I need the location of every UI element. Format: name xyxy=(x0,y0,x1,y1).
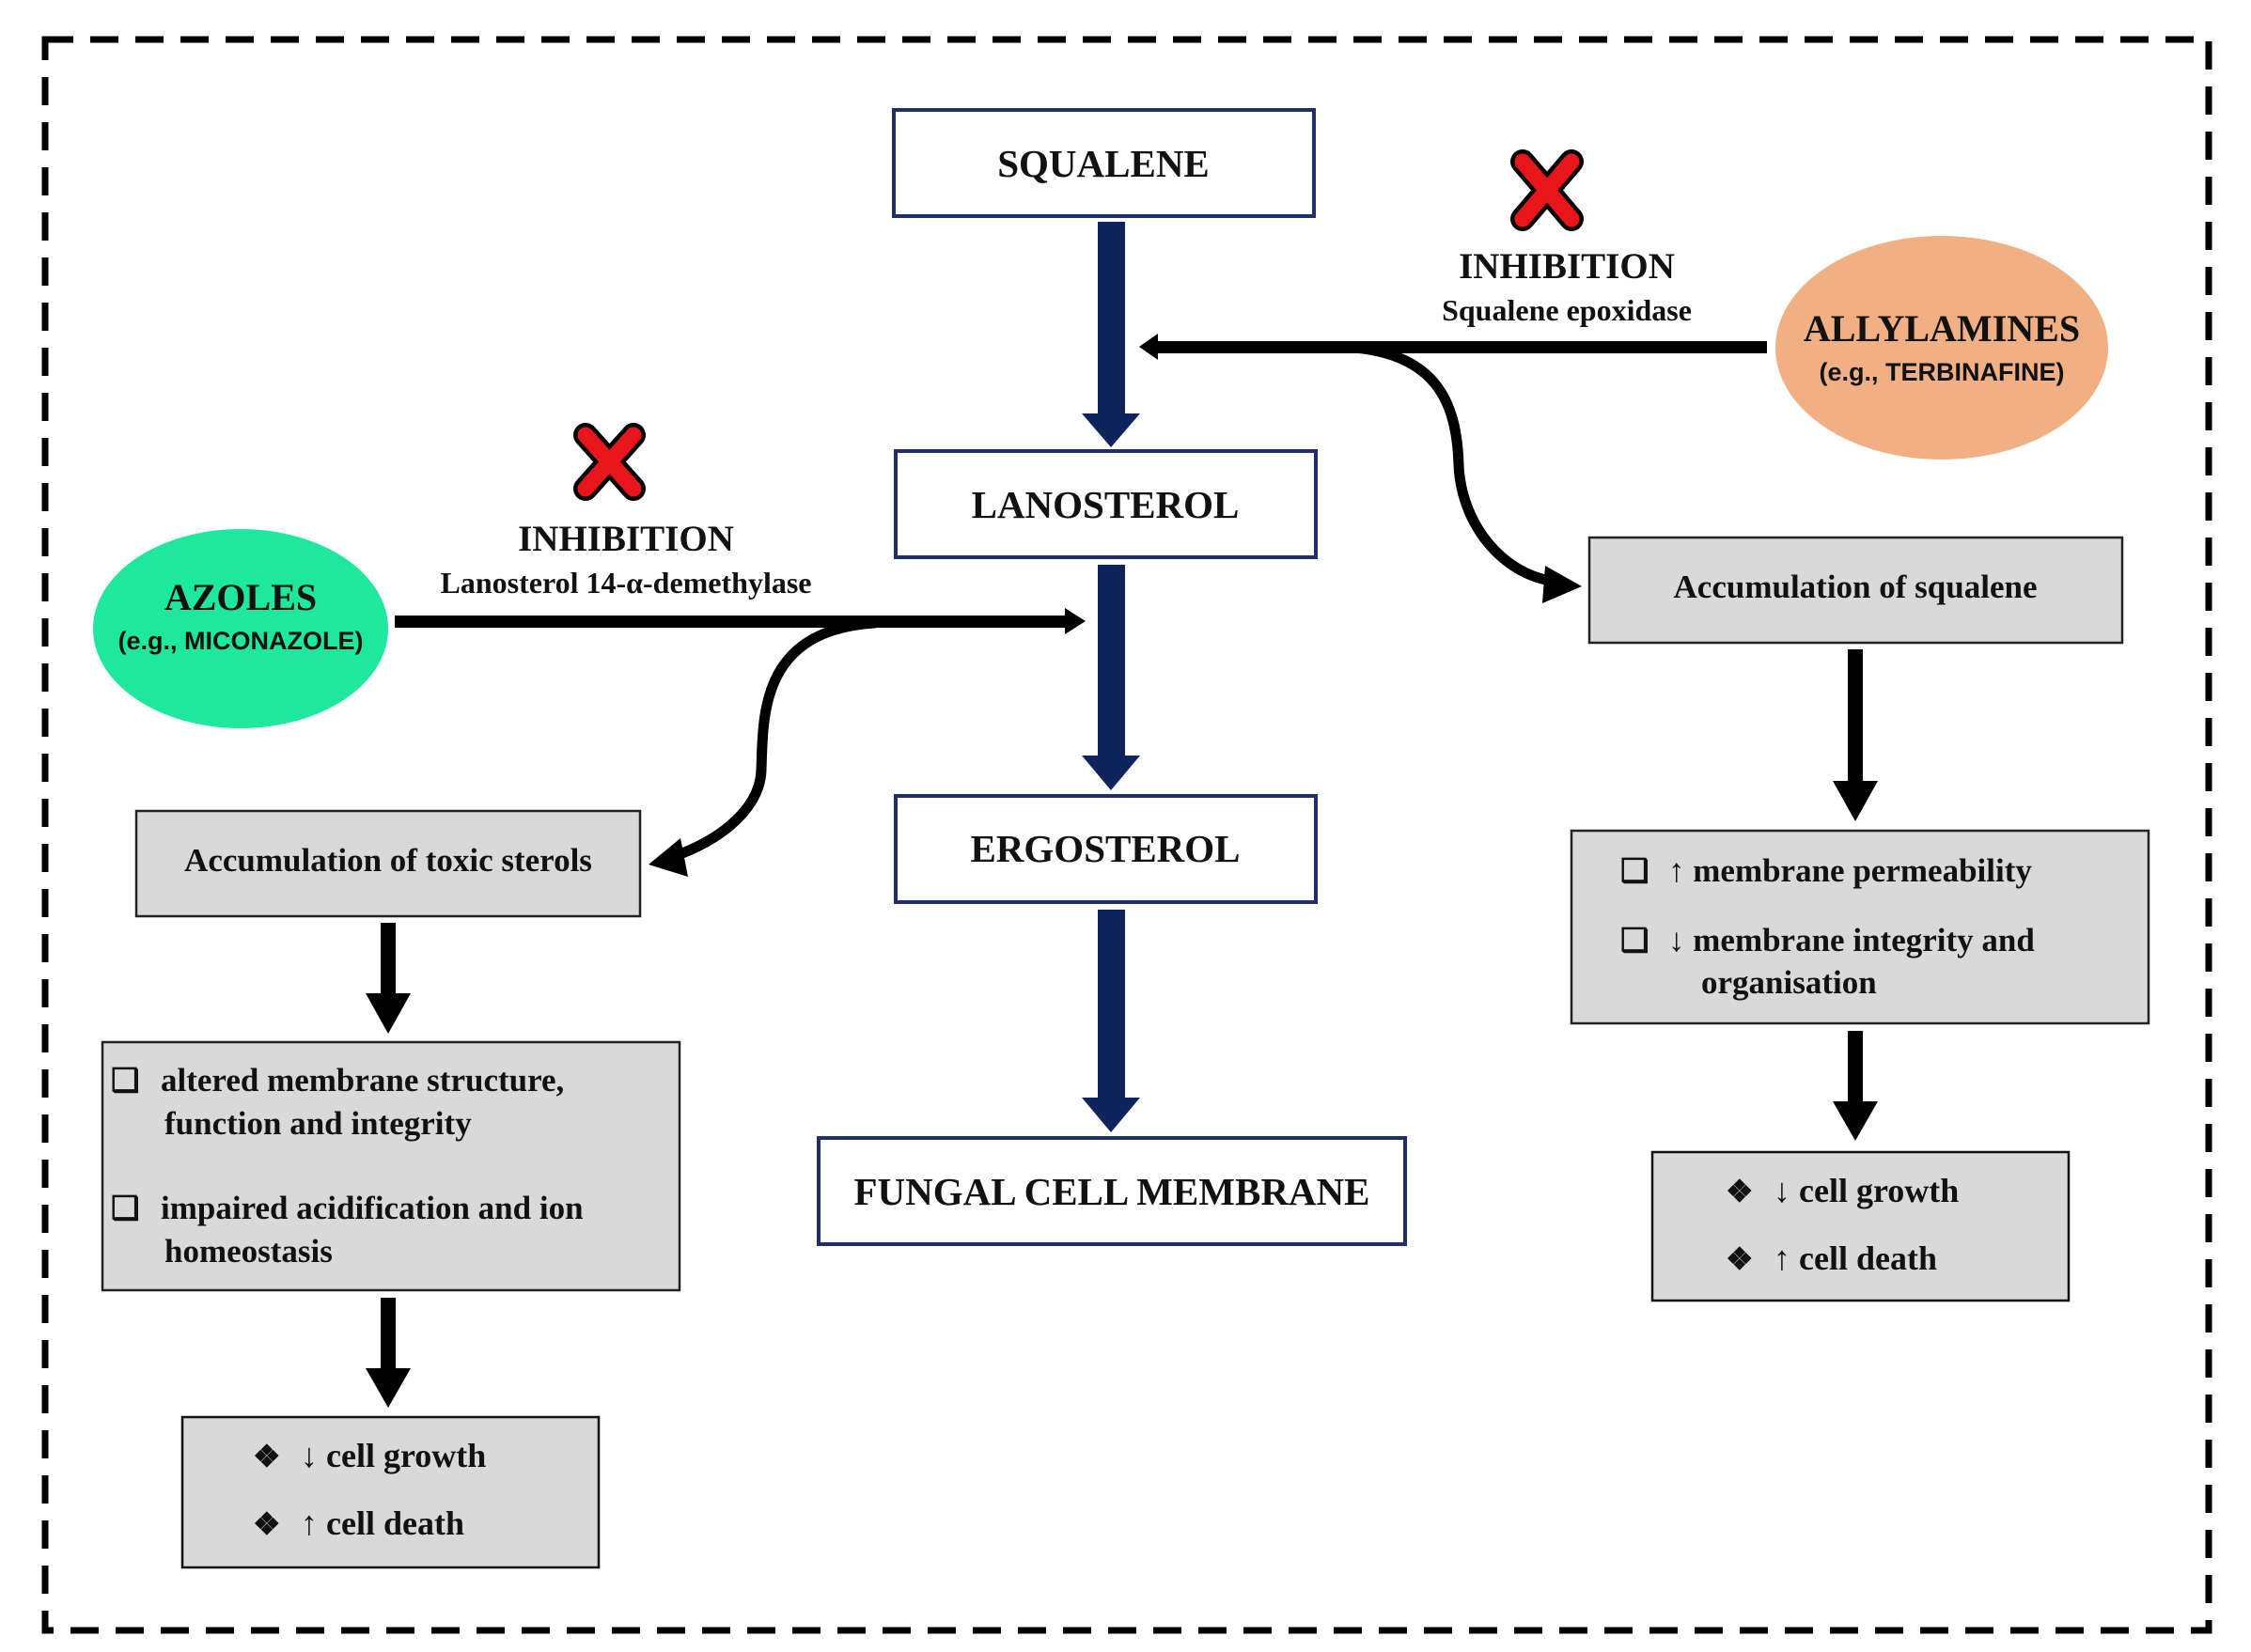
pathway-box-fungal-cell-membrane: FUNGAL CELL MEMBRANE xyxy=(817,1136,1407,1246)
azoles-arrow-to-effects xyxy=(366,923,411,1034)
allylamines-outcome-cell-death: ↑ cell death xyxy=(1774,1239,1937,1277)
azoles-enzyme-label: Lanosterol 14-α-demethylase xyxy=(441,566,812,600)
azoles-outcomes-box: ❖ ↓ cell growth ❖ ↑ cell death xyxy=(180,1415,601,1569)
azoles-accumulation-curve-arrow xyxy=(649,617,880,877)
azoles-inhibition-x-icon xyxy=(573,423,646,501)
ergosterol-label: ERGOSTEROL xyxy=(970,827,1240,870)
checkbox-bullet-icon: ❑ xyxy=(1620,924,1649,958)
checkbox-bullet-icon: ❑ xyxy=(1620,854,1649,889)
lanosterol-label: LANOSTEROL xyxy=(972,483,1240,526)
allylamines-enzyme-label: Squalene epoxidase xyxy=(1442,293,1692,327)
allylamines-inhibition-arrow xyxy=(1139,334,1767,360)
allylamines-arrow-to-effects xyxy=(1833,649,1878,821)
azoles-example: (e.g., MICONAZOLE) xyxy=(118,627,364,655)
four-diamond-bullet-icon: ❖ xyxy=(1726,1243,1754,1277)
pathway-box-lanosterol: LANOSTEROL xyxy=(894,449,1318,559)
allylamines-effects-box: ❑ ↑ membrane permeability ❑ ↓ membrane i… xyxy=(1570,829,2150,1025)
pathway-box-squalene: SQUALENE xyxy=(892,108,1316,218)
allylamines-effect-2-line-1: ↓ membrane integrity and xyxy=(1668,922,2035,958)
azoles-name: AZOLES xyxy=(164,576,317,618)
squalene-label: SQUALENE xyxy=(997,142,1210,185)
azoles-accumulation-box: Accumulation of toxic sterols xyxy=(134,809,642,918)
azoles-effects-box: ❑ altered membrane structure, function a… xyxy=(101,1040,681,1292)
allylamines-inhibition-x-icon xyxy=(1510,149,1584,231)
allylamines-accumulation-box: Accumulation of squalene xyxy=(1587,536,2124,645)
azoles-effect-2-line-1: impaired acidification and ion xyxy=(161,1190,584,1226)
azoles-outcome-cell-death: ↑ cell death xyxy=(301,1504,464,1542)
four-diamond-bullet-icon: ❖ xyxy=(253,1508,281,1542)
pathway-arrow-squalene-lanosterol xyxy=(1082,222,1140,447)
fungal-cell-membrane-label: FUNGAL CELL MEMBRANE xyxy=(854,1170,1370,1213)
azoles-effect-1-line-1: altered membrane structure, xyxy=(161,1062,564,1099)
azoles-accumulation-label: Accumulation of toxic sterols xyxy=(184,842,592,879)
checkbox-bullet-icon: ❑ xyxy=(111,1064,139,1099)
pathway-arrow-lanosterol-ergosterol xyxy=(1082,565,1140,790)
allylamines-arrow-to-outcomes xyxy=(1833,1031,1878,1141)
allylamines-outcomes-box: ❖ ↓ cell growth ❖ ↑ cell death xyxy=(1650,1150,2071,1302)
azoles-effect-1-line-2: function and integrity xyxy=(164,1105,472,1142)
checkbox-bullet-icon: ❑ xyxy=(111,1192,139,1226)
allylamines-name: ALLYLAMINES xyxy=(1804,307,2080,350)
allylamines-accumulation-curve-arrow xyxy=(1334,341,1582,603)
pathway-box-ergosterol: ERGOSTEROL xyxy=(894,794,1318,904)
allylamines-example: (e.g., TERBINAFINE) xyxy=(1820,358,2065,386)
allylamines-drug-ellipse: ALLYLAMINES (e.g., TERBINAFINE) xyxy=(1775,236,2108,460)
azoles-outcome-cell-growth: ↓ cell growth xyxy=(301,1437,486,1474)
allylamines-accumulation-label: Accumulation of squalene xyxy=(1674,569,2038,605)
dashed-frame xyxy=(41,36,2212,1634)
pathway-arrow-ergosterol-membrane xyxy=(1082,910,1140,1132)
four-diamond-bullet-icon: ❖ xyxy=(253,1441,281,1474)
allylamines-effect-2-line-2: organisation xyxy=(1701,964,1877,1001)
azoles-effect-2-line-2: homeostasis xyxy=(164,1233,333,1270)
allylamines-inhibition-label: INHIBITION xyxy=(1459,246,1675,287)
azoles-arrow-to-outcomes xyxy=(366,1298,411,1408)
allylamines-effect-1: ↑ membrane permeability xyxy=(1668,852,2032,889)
allylamines-outcome-cell-growth: ↓ cell growth xyxy=(1774,1172,1959,1209)
azoles-inhibition-label: INHIBITION xyxy=(518,519,734,559)
azoles-drug-ellipse: AZOLES (e.g., MICONAZOLE) xyxy=(93,529,388,728)
azoles-inhibition-arrow xyxy=(395,608,1086,634)
four-diamond-bullet-icon: ❖ xyxy=(1726,1176,1754,1209)
